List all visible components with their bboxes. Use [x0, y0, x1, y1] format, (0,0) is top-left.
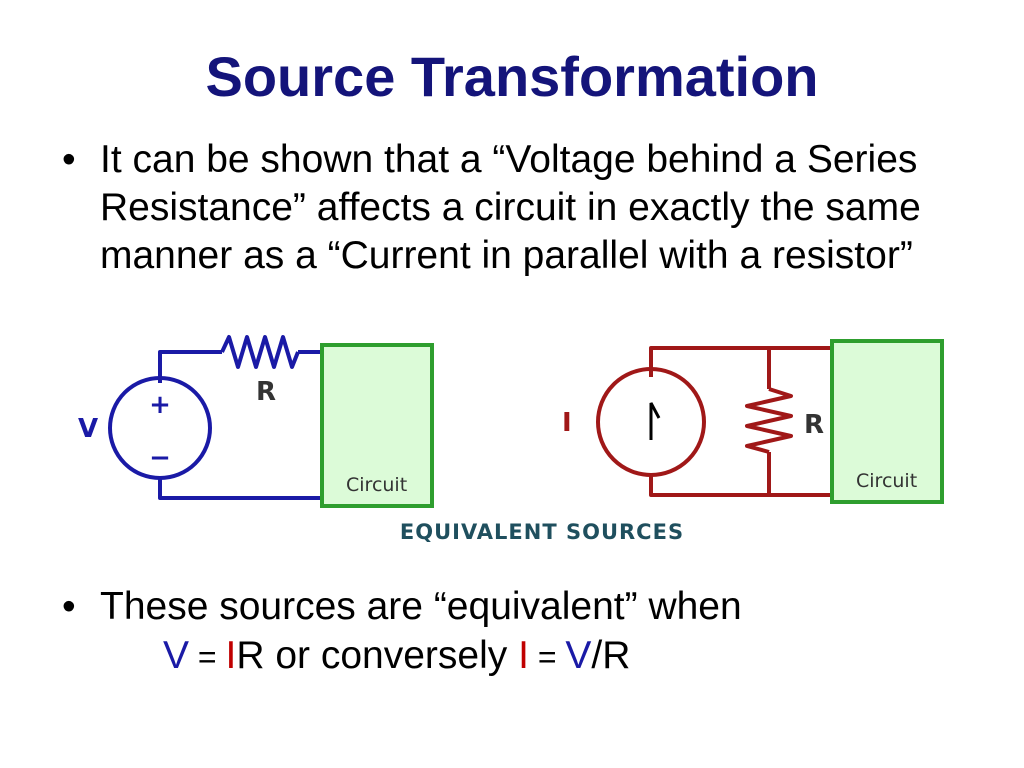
current-top-wire: [649, 346, 832, 377]
eq-equals-2: =: [528, 639, 566, 675]
circuit-box-left: [320, 343, 434, 508]
eq-v: V: [163, 634, 190, 677]
circuit-box-right: [830, 339, 944, 504]
eq-r-text: R or conversely: [236, 634, 519, 677]
bullet-2-text: These sources are “equivalent” when: [100, 585, 742, 628]
minus-sign: −: [149, 443, 171, 473]
voltage-bottom-wire: [158, 478, 322, 500]
voltage-source-circuit: [108, 335, 322, 500]
eq-i: I: [225, 634, 237, 677]
voltage-label: V: [78, 414, 98, 444]
current-source-circuit: [596, 346, 832, 497]
eq-over-r: /R: [591, 634, 631, 677]
eq-equals: =: [189, 639, 226, 675]
parallel-resistor: [745, 387, 793, 454]
bullet-symbol: •: [62, 138, 76, 181]
bullet-1: • It can be shown that a “Voltage behind…: [62, 136, 980, 280]
eq-i-2: I: [518, 634, 529, 677]
bullet-2: • These sources are “equivalent” when: [62, 583, 980, 631]
voltage-top-wire: [158, 350, 222, 383]
current-arrow-icon: [649, 402, 661, 440]
circuit-label-right: Circuit: [856, 470, 917, 492]
bullet-1-text: It can be shown that a “Voltage behind a…: [100, 138, 921, 277]
slide-title: Source Transformation: [205, 45, 819, 108]
circuit-label-left: Circuit: [346, 474, 407, 496]
plus-sign: +: [149, 390, 171, 420]
current-label: I: [562, 408, 572, 438]
resistor-label-right: R: [804, 410, 824, 440]
eq-v-2: V: [565, 634, 592, 677]
diagram-caption: EQUIVALENT SOURCES: [399, 520, 685, 544]
current-bottom-wire: [649, 475, 832, 497]
bullet-symbol: •: [62, 585, 76, 628]
series-resistor: [220, 335, 300, 369]
equivalence-equation: V = IR or conversely I = V/R: [163, 632, 630, 681]
resistor-label-left: R: [256, 377, 276, 407]
